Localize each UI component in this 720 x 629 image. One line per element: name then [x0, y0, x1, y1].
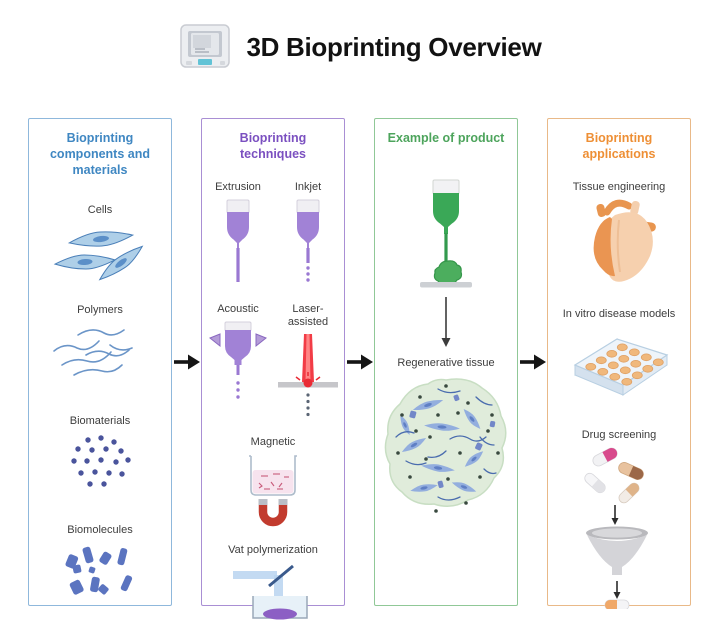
inkjet-nozzle-icon [296, 199, 320, 282]
extrusion-label: Extrusion [215, 180, 261, 193]
panel-applications-title: Bioprinting applications [582, 131, 656, 161]
techniques-item-extrusion: Extrusion [205, 181, 271, 287]
magnetic-label: Magnetic [250, 436, 296, 449]
polymers-label: Polymers [77, 304, 123, 317]
techniques-item-magnetic: Magnetic [237, 436, 309, 528]
acoustic-nozzle-icon [209, 321, 267, 399]
right-arrow-icon [346, 354, 373, 370]
techniques-item-inkjet: Inkjet [275, 181, 341, 287]
materials-item-polymers: Polymers [48, 304, 152, 380]
regenerative-tissue-icon [384, 378, 507, 513]
biomaterials-label: Biomaterials [69, 414, 131, 427]
applications-item-drug-screening: Drug screening [569, 428, 669, 610]
panel-techniques: Bioprinting techniques Extrusion Inkjet [201, 118, 345, 620]
printer-3d-icon [180, 24, 231, 68]
cells-icon [53, 231, 144, 281]
applications-item-in-vitro: In vitro disease models [562, 307, 676, 403]
right-arrow-icon [519, 354, 546, 370]
flow-arrow-2 [345, 118, 374, 606]
materials-item-biomaterials: Biomaterials [64, 415, 136, 492]
vat-polymerization-label: Vat polymerization [228, 544, 318, 557]
polymers-icon [53, 328, 133, 376]
tissue-engineering-label: Tissue engineering [572, 180, 666, 193]
heart-icon [593, 199, 656, 282]
drug-screening-label: Drug screening [581, 428, 657, 441]
right-arrow-icon [173, 354, 200, 370]
materials-item-biomolecules: Biomolecules [59, 524, 141, 605]
down-arrow-icon [441, 296, 451, 347]
panel-applications: Bioprinting applications Tissue engineer… [547, 118, 691, 610]
cells-label: Cells [87, 204, 113, 217]
materials-item-cells: Cells [53, 204, 147, 284]
page-title: 3D Bioprinting Overview [246, 31, 542, 62]
techniques-item-laser: Laser-assisted [275, 303, 341, 424]
techniques-item-acoustic: Acoustic [205, 303, 271, 424]
techniques-row-2: Acoustic Laser-assisted [204, 303, 342, 424]
header: 3D Bioprinting Overview [0, 22, 720, 72]
flow-arrow-3 [518, 118, 547, 606]
well-plate-icon [573, 337, 669, 396]
applications-item-tissue-engineering: Tissue engineering [572, 180, 666, 286]
techniques-row-1: Extrusion Inkjet [204, 181, 342, 287]
techniques-item-vat: Vat polymerization [227, 544, 319, 628]
regenerative-tissue-label: Regenerative tissue [397, 356, 495, 369]
flow-arrow-1 [172, 118, 201, 606]
panel-materials-title: Bioprinting components and materials [49, 131, 150, 177]
acoustic-label: Acoustic [217, 302, 259, 315]
panel-product: Example of product Regenerative tissue [374, 118, 518, 606]
panel-materials: Bioprinting components and materials Cel… [28, 118, 172, 606]
magnetic-beaker-icon [249, 455, 297, 527]
laser-assisted-label: Laser-assisted [287, 302, 329, 328]
drug-screening-icon [584, 447, 648, 610]
in-vitro-label: In vitro disease models [562, 307, 676, 320]
vat-polymerization-icon [233, 565, 308, 620]
biomolecules-label: Biomolecules [67, 523, 133, 536]
bioprinter-nozzle-icon [420, 179, 472, 288]
laser-assisted-icon [278, 334, 338, 417]
extrusion-nozzle-icon [226, 199, 250, 282]
biomolecules-icon [65, 546, 133, 595]
panel-techniques-title: Bioprinting techniques [239, 131, 307, 161]
inkjet-label: Inkjet [294, 180, 322, 193]
diagram-flow: Bioprinting components and materials Cel… [28, 118, 691, 620]
panel-product-title: Example of product [387, 131, 505, 145]
biomaterials-icon [71, 435, 131, 487]
